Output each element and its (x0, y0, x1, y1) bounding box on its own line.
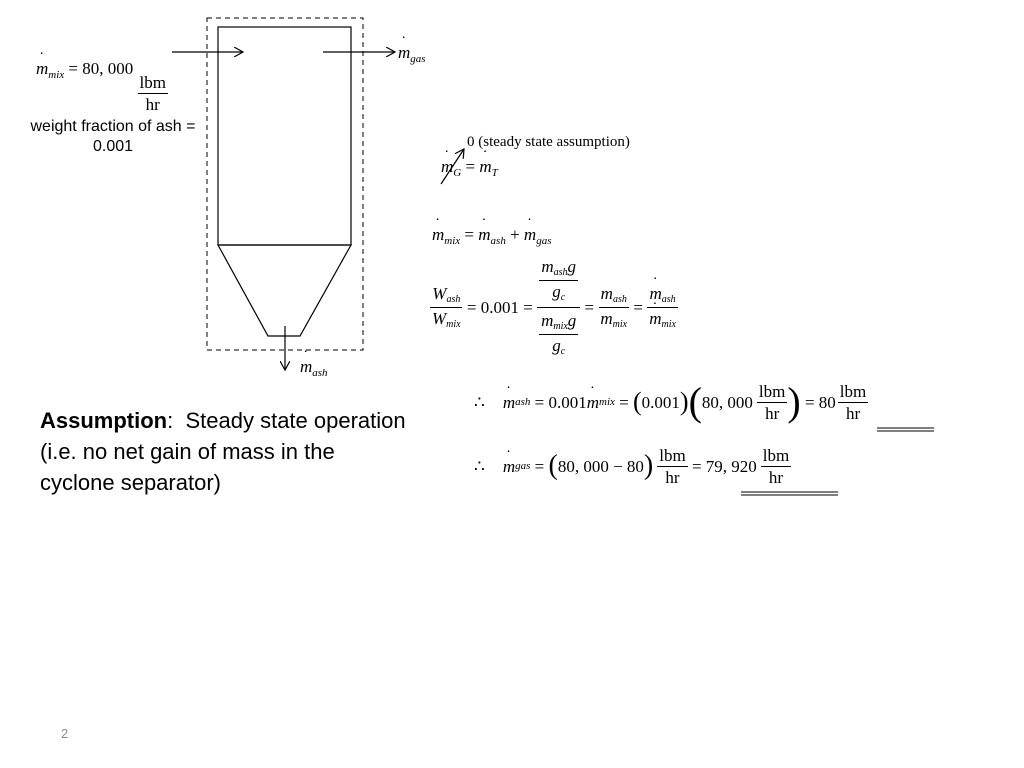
control-volume-boundary (206, 17, 364, 351)
weight-ratio-fraction: Wash Wmix (430, 284, 463, 330)
assumption-body: Steady state operation (i.e. no net gain… (40, 408, 406, 495)
page-number: 2 (61, 726, 69, 741)
mix-sum-equation: mmix = mash + mgas (432, 217, 551, 247)
assumption-label: Assumption (40, 408, 168, 433)
mass-ratio-fraction: mash mmix (598, 284, 629, 330)
ash-flow-result: ∴ mash = 0.001 mmix = (0.001) ( 80, 000 … (474, 376, 869, 428)
cyclone-cone (216, 244, 353, 337)
gas-outlet-label: mgas (398, 35, 426, 65)
assumption-text: Assumption: Steady state operation (i.e.… (40, 408, 406, 495)
gas-flow-result: ∴ mgas = (80, 000 − 80) lbm hr = 79, 920… (474, 442, 792, 490)
weight-ratio-equation: Wash Wmix = 0.001 = mashg gc mmixg gc = … (430, 258, 678, 357)
cyclone-body (217, 26, 352, 246)
ash-outlet-label: mash (300, 349, 328, 379)
mass-balance-equation: mG = mT (441, 149, 498, 179)
inlet-flow-equation: mmix = 80, 000 lbm hr (36, 51, 168, 114)
compound-fraction: mashg gc mmixg gc (537, 258, 581, 357)
weight-fraction-note: weight fraction of ash = 0.001 (30, 118, 196, 155)
flowrate-ratio-fraction: mash mmix (647, 276, 678, 330)
steady-state-note: 0 (steady state assumption) (467, 134, 630, 150)
inlet-unit: lbm hr (137, 73, 168, 114)
